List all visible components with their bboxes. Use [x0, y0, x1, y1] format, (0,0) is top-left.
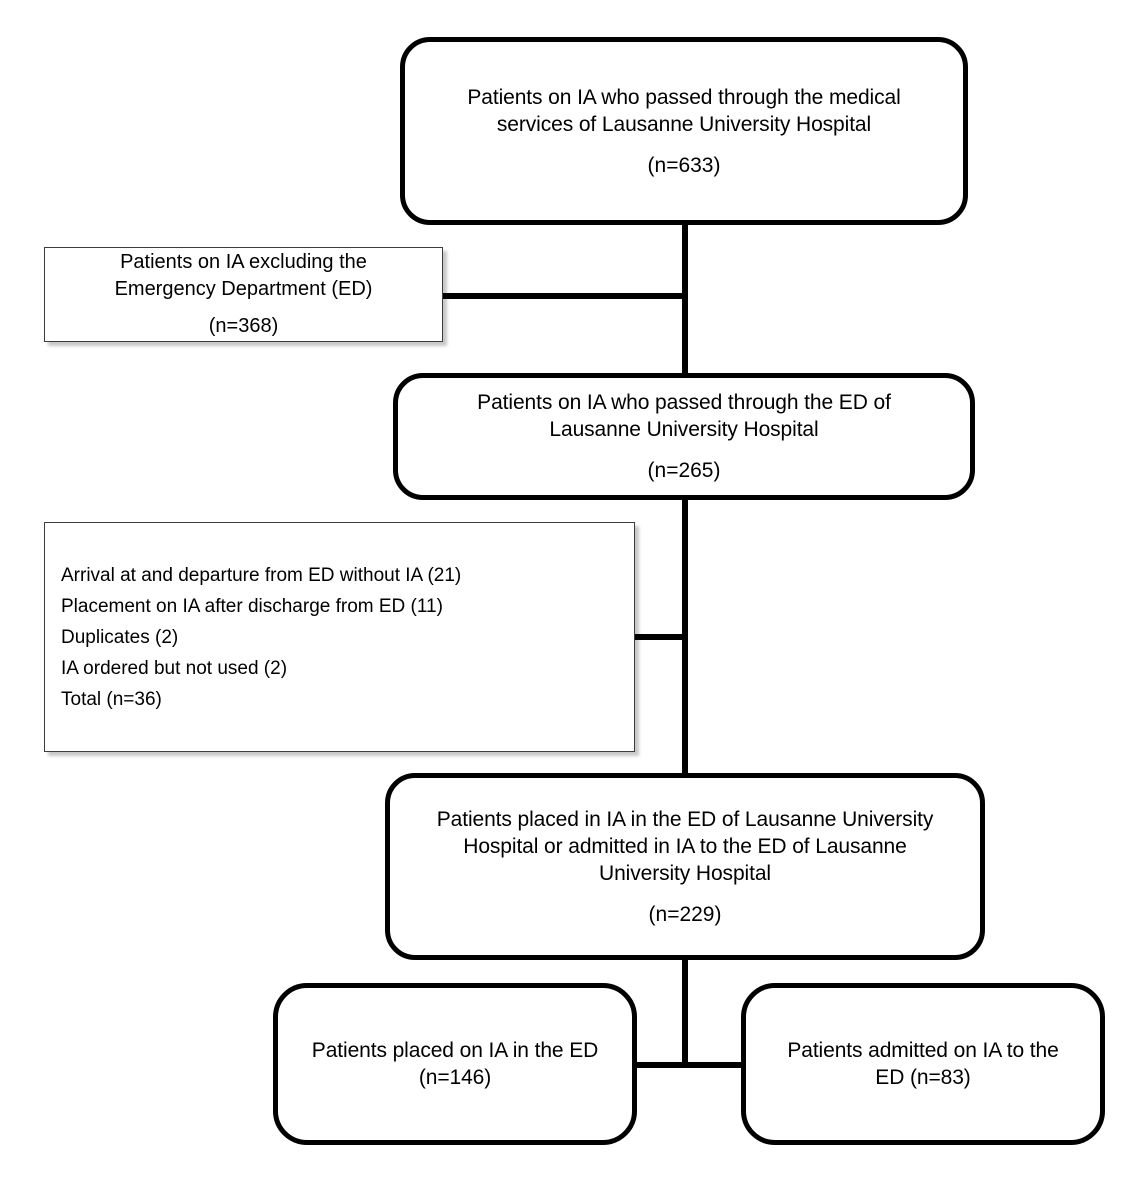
connector-split-bar [637, 1062, 741, 1068]
node-total-cohort: Patients on IA who passed through the me… [400, 37, 968, 225]
node-eligible-line-1: Patients placed in IA in the ED of Lausa… [436, 807, 934, 831]
connector-branch-exclusion-non-ed [443, 293, 688, 299]
excluded-reason-line-1: Arrival at and departure from ED without… [61, 564, 462, 586]
node-admitted-line-1: Patients admitted on IA to the [787, 1039, 1059, 1062]
excluded-non-ed-line-1: Patients on IA excluding the [120, 251, 367, 273]
node-ed-line-1: Patients on IA who passed through the ED… [477, 391, 891, 414]
node-excluded-non-ed: Patients on IA excluding the Emergency D… [44, 247, 443, 342]
node-total-line-1: Patients on IA who passed through the me… [467, 85, 901, 109]
excluded-non-ed-line-2: Emergency Department (ED) [114, 278, 373, 300]
node-eligible-line-3: University Hospital [599, 861, 771, 885]
node-eligible-count: (n=229) [648, 902, 722, 926]
node-excluded-reasons: Arrival at and departure from ED without… [44, 522, 635, 752]
node-ed-count: (n=265) [647, 459, 721, 482]
node-placed-on-ia-in-ed: Patients placed on IA in the ED (n=146) [273, 983, 637, 1145]
node-admitted-on-ia-to-ed: Patients admitted on IA to the ED (n=83) [741, 983, 1105, 1145]
excluded-reason-line-2: Placement on IA after discharge from ED … [61, 595, 443, 617]
excluded-reason-line-4: IA ordered but not used (2) [61, 657, 288, 679]
node-admitted-line-2: ED (n=83) [875, 1066, 971, 1089]
connector-branch-exclusion-reasons [635, 634, 688, 640]
node-ed-line-2: Lausanne University Hospital [549, 418, 819, 441]
node-eligible-cohort: Patients placed in IA in the ED of Lausa… [385, 773, 985, 960]
excluded-non-ed-count: (n=368) [208, 315, 279, 337]
connector-eligible-to-split [682, 960, 688, 1068]
node-placed-line-1: Patients placed on IA in the ED [311, 1039, 599, 1062]
node-total-line-2: services of Lausanne University Hospital [496, 112, 872, 136]
node-placed-line-2: (n=146) [418, 1066, 492, 1089]
node-ed-cohort: Patients on IA who passed through the ED… [393, 373, 975, 500]
excluded-reason-total: Total (n=36) [61, 688, 162, 710]
node-eligible-line-2: Hospital or admitted in IA to the ED of … [463, 834, 907, 858]
node-total-count: (n=633) [647, 153, 721, 177]
connector-total-to-ed [682, 225, 688, 373]
excluded-reason-line-3: Duplicates (2) [61, 626, 179, 648]
